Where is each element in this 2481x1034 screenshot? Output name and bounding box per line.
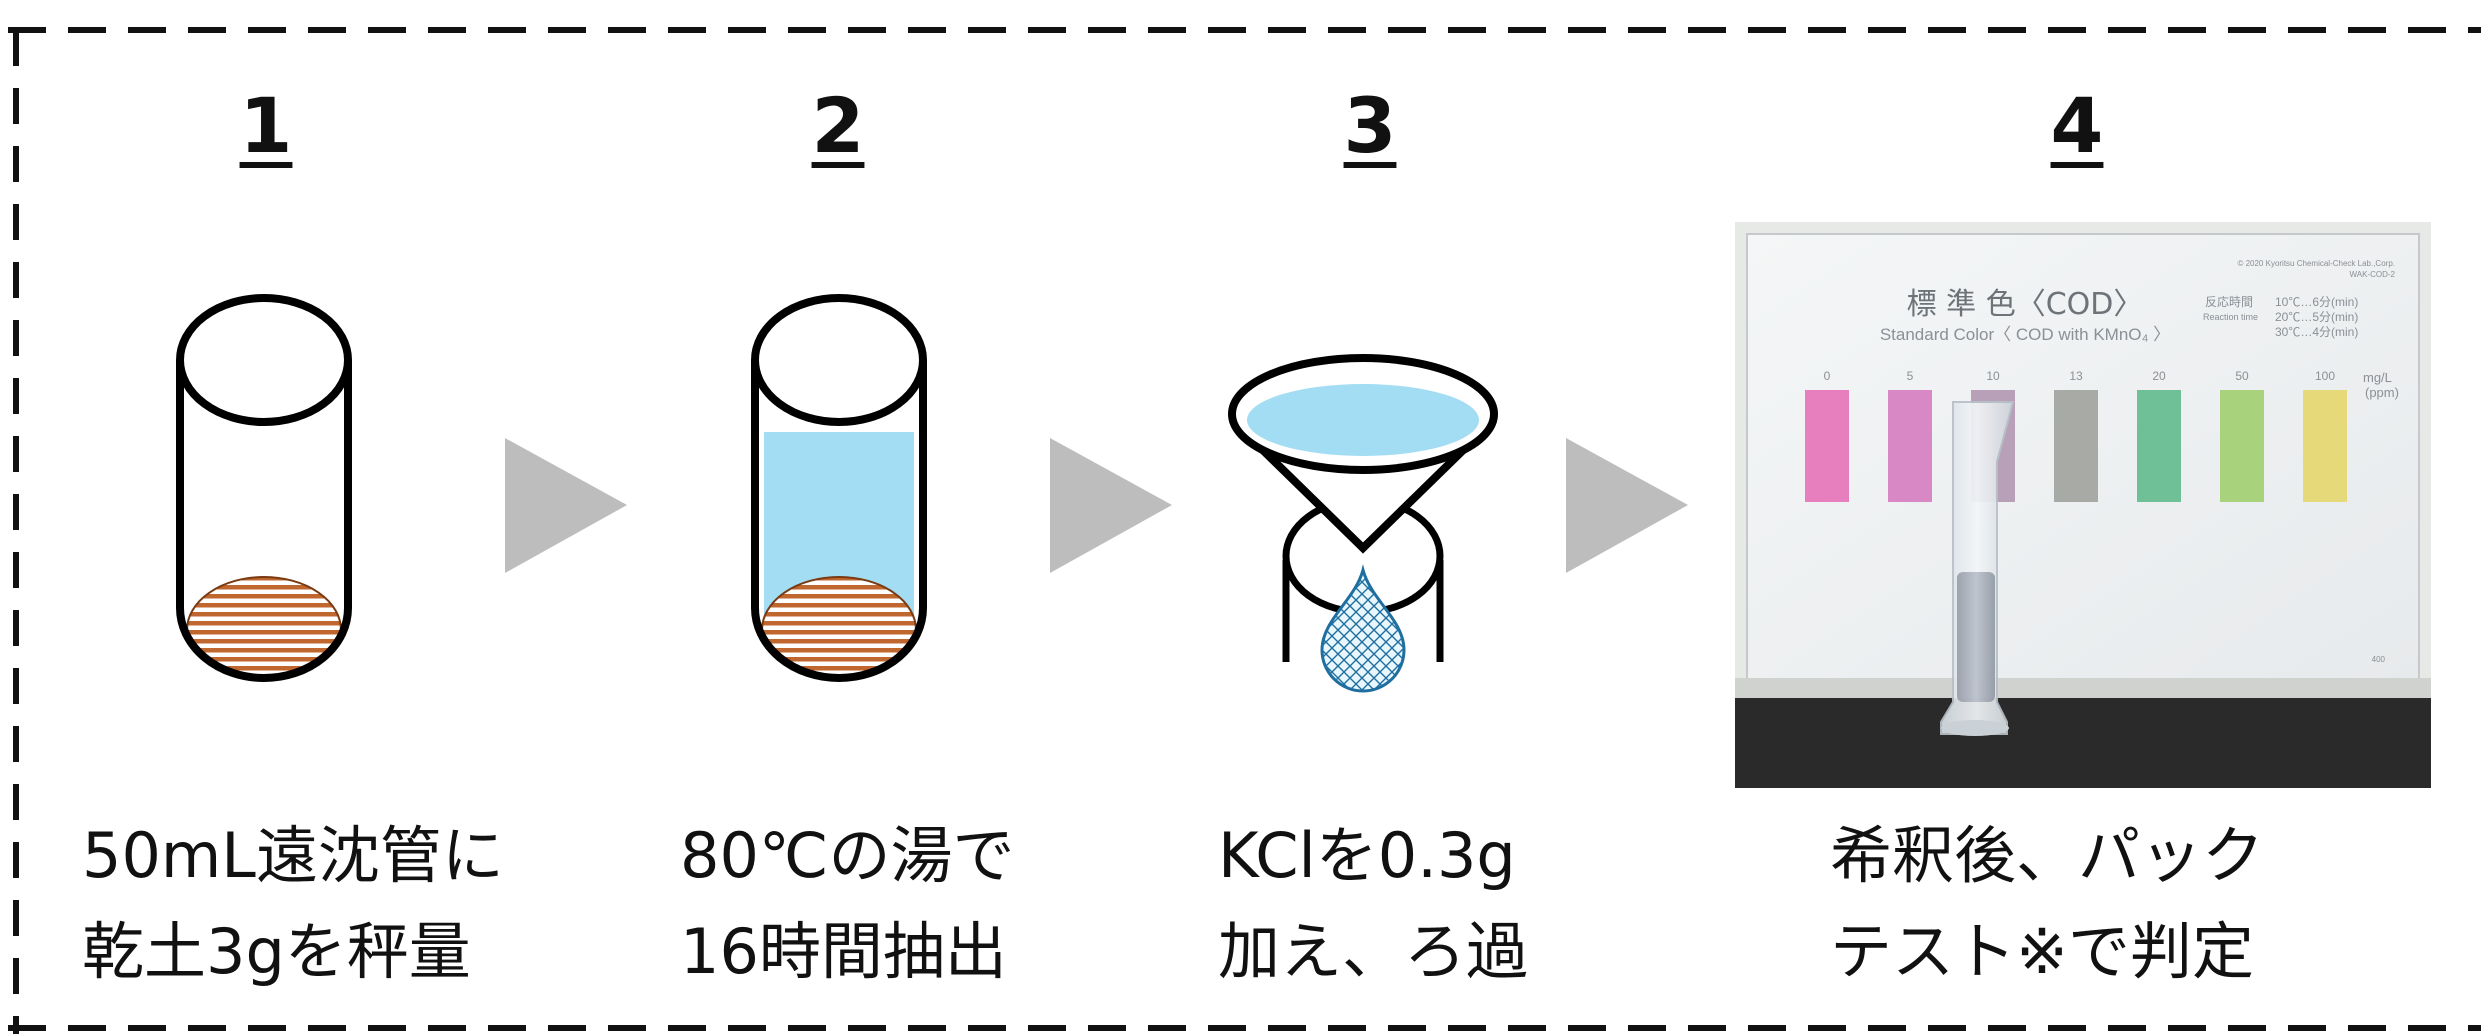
- pack-test-tube: [1940, 401, 2015, 736]
- swatch-50: [2220, 390, 2264, 502]
- swatch-label-0: 0: [1824, 369, 1831, 383]
- step-4-number: 4: [2050, 81, 2104, 170]
- arrow-1-to-2: [505, 438, 627, 573]
- card-code: WAK-COD-2: [2350, 270, 2396, 279]
- swatch-label-100: 100: [2315, 369, 2335, 383]
- step-1-caption-line1: 50mL遠沈管に: [82, 819, 504, 892]
- swatch-label-10: 10: [1986, 369, 2000, 383]
- reaction-time-2: 20℃…5分(min): [2275, 310, 2358, 324]
- step-1-number: 1: [239, 81, 293, 170]
- step-4-caption-line1: 希釈後、パック: [1830, 819, 2265, 892]
- step-1-caption-line2: 乾土3gを秤量: [82, 915, 471, 988]
- funnel-filtration: [1228, 354, 1498, 693]
- step-2-caption-line1: 80℃の湯で: [680, 819, 1015, 892]
- reaction-time-1: 10℃…6分(min): [2275, 295, 2358, 309]
- arrow-3-to-4: [1566, 438, 1688, 573]
- reaction-time-3: 30℃…4分(min): [2275, 325, 2358, 339]
- pack-test-photo: © 2020 Kyoritsu Chemical-Check Lab.,Corp…: [1735, 222, 2431, 788]
- swatch-5: [1888, 390, 1932, 502]
- swatch-label-50: 50: [2235, 369, 2249, 383]
- step-4-caption-line2: テスト※で判定: [1830, 915, 2254, 988]
- swatch-0: [1805, 390, 1849, 502]
- swatch-label-13: 13: [2069, 369, 2083, 383]
- reaction-label-jp: 反応時間: [2205, 295, 2253, 309]
- swatch-label-20: 20: [2152, 369, 2166, 383]
- card-number: 400: [2372, 655, 2386, 664]
- card-subtitle: Standard Color〈 COD with KMnO₄ 〉: [1880, 325, 2170, 344]
- step-4-caption: 希釈後、パック テスト※で判定: [1830, 808, 2264, 1000]
- arrow-2-to-3: [1050, 438, 1172, 573]
- swatch-13: [2054, 390, 2098, 502]
- tube-with-water-and-soil: [751, 294, 927, 682]
- card-copyright: © 2020 Kyoritsu Chemical-Check Lab.,Corp…: [2237, 259, 2395, 268]
- tube-with-soil: [176, 294, 352, 682]
- step-2-caption: 80℃の湯で 16時間抽出: [680, 808, 1015, 1000]
- step-3-caption: KClを0.3g 加え、ろ過: [1218, 808, 1528, 1000]
- step-2-caption-line2: 16時間抽出: [680, 915, 1007, 988]
- unit-mg-per-l: mg/L: [2363, 370, 2392, 385]
- reaction-label-en: Reaction time: [2203, 312, 2258, 322]
- step-3-caption-line1: KClを0.3g: [1218, 819, 1516, 892]
- card-title: 標 準 色〈COD〉: [1907, 287, 2144, 322]
- color-swatches: 0 5 10 13 20 50 100: [1805, 369, 2347, 502]
- step-3-caption-line2: 加え、ろ過: [1218, 915, 1529, 988]
- unit-ppm: (ppm): [2365, 385, 2399, 400]
- swatch-100: [2303, 390, 2347, 502]
- step-1-caption: 50mL遠沈管に 乾土3gを秤量: [82, 808, 504, 1000]
- step-3-number: 3: [1343, 81, 1397, 170]
- step-2-number: 2: [811, 81, 865, 170]
- swatch-label-5: 5: [1907, 369, 1914, 383]
- swatch-20: [2137, 390, 2181, 502]
